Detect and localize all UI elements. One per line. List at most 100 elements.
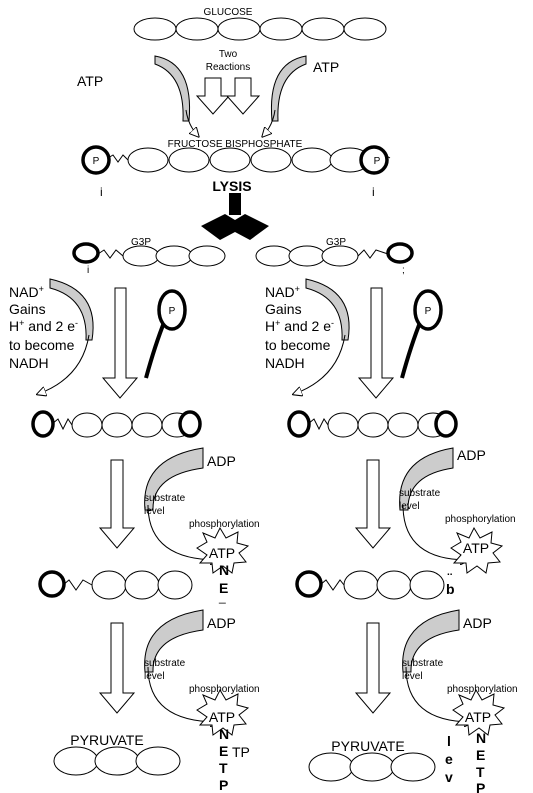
lysis-label: LYSIS — [212, 178, 251, 194]
phosphorylation-label-2: phosphorylation — [447, 684, 518, 695]
substrate-label-1: substrate — [399, 488, 441, 499]
pyruvate-label: PYRUVATE — [70, 732, 143, 748]
atp-input-right: ATP — [313, 59, 339, 75]
phosphate-incoming — [157, 289, 187, 331]
substrate-label-1: substrate — [144, 493, 186, 504]
pyruvate-molecule — [53, 746, 181, 776]
glitch-right-bottom-col2-4: P — [476, 780, 485, 793]
bisphospho-phosphate-left — [287, 410, 311, 438]
adp-label-1: ADP — [207, 453, 236, 469]
nad-curve-arrow — [49, 278, 94, 341]
adp-curve-arrow-1-tail — [402, 504, 468, 560]
atp-output-1: ATP — [463, 540, 489, 556]
atp-curve-arrow-left — [154, 55, 191, 122]
g3p-molecule — [122, 245, 226, 267]
down-arrow-2 — [98, 459, 136, 549]
glitch-right-bottom-col1-3: v — [445, 769, 453, 785]
h-plus-sup: + — [19, 318, 24, 328]
bisphospho-phosphate-right — [178, 410, 202, 438]
nad-text-line5: NADH — [9, 355, 49, 371]
phosphate-group-left — [81, 145, 111, 175]
i-label-left: i — [100, 185, 103, 199]
phosphorylation-label-1: phosphorylation — [189, 519, 260, 530]
pyruvate-molecule — [308, 752, 436, 782]
substrate-label-2: substrate — [144, 658, 186, 669]
glitch-right-bottom-col2-2: E — [476, 747, 485, 763]
down-arrow-1 — [101, 287, 139, 399]
glitch-left-bottom-4: P — [219, 777, 228, 793]
g3p-phosphate — [386, 242, 414, 264]
two-reactions-label-line1: Two — [219, 49, 238, 60]
adp-curve-arrow-1 — [144, 447, 204, 511]
reaction-arrow-left — [195, 77, 231, 115]
bisphospho-phosphate-left — [31, 410, 55, 438]
nad-curve-arrow-tail — [294, 334, 346, 394]
fructose-bisphosphate-label: FRUCTOSE BISPHOSPHATE — [168, 139, 303, 150]
glitch-left-mid-1: N — [219, 562, 229, 578]
adp-curve-arrow-2 — [144, 609, 204, 673]
glitch-left-mid-3: _ — [218, 590, 226, 604]
pep-phosphate — [38, 570, 66, 598]
atp-curve-arrow-left-tail — [185, 109, 198, 136]
atp-curve-arrow-right — [270, 55, 307, 122]
g3p-mark: i — [87, 265, 89, 276]
electron-sup: - — [75, 318, 78, 328]
down-arrow-3 — [354, 622, 392, 714]
glucose-label: GLUCOSE — [204, 7, 253, 18]
g3p-bond — [357, 249, 389, 259]
g3p-mark: ; — [402, 265, 405, 276]
bisphosphoglycerate-molecule — [327, 412, 449, 438]
level-label-1: level — [144, 506, 165, 517]
g3p-phosphate — [72, 242, 100, 264]
lysis-bar — [229, 193, 241, 215]
substrate-label-2: substrate — [402, 658, 444, 669]
g3p-molecule — [255, 245, 359, 267]
down-arrow-2 — [354, 459, 392, 549]
down-arrow-3 — [98, 622, 136, 714]
electron-sup: - — [331, 318, 334, 328]
overlay-glitch-text: N E _ .. b N E T P TP l e v N E T P — [218, 562, 486, 793]
nad-plus-sup: + — [39, 284, 44, 294]
pep-phosphate — [295, 570, 323, 598]
i-label-right: i — [372, 185, 375, 199]
nad-text-line3: H+ and 2 e- — [265, 318, 334, 334]
phosphorylation-label-1: phosphorylation — [445, 514, 516, 525]
lysis-split-arrow — [201, 214, 269, 240]
glitch-left-bottom-2: E — [219, 743, 228, 759]
reaction-arrow-right — [225, 77, 261, 115]
glitch-right-bottom-col2-1: N — [476, 730, 486, 746]
bisphospho-bond — [307, 418, 329, 431]
level-label-2: level — [402, 671, 423, 682]
adp-curve-arrow-2 — [402, 609, 460, 673]
pep-bond — [319, 579, 345, 591]
phosphate-incoming — [413, 289, 443, 331]
atp-output-1: ATP — [209, 545, 235, 561]
adp-label-1: ADP — [457, 447, 486, 463]
glitch-left-mid-2: E — [219, 580, 228, 596]
level-label-2: level — [144, 671, 165, 682]
phosphate-label-right: P — [374, 156, 381, 167]
atp-starburst-1 — [196, 526, 250, 574]
adp-label-2: ADP — [207, 615, 236, 631]
two-reactions-label-line2: Reactions — [206, 62, 250, 73]
phosphate-label-left: P — [93, 156, 100, 167]
pep-bond — [62, 579, 93, 591]
nad-curve-arrow — [305, 278, 350, 341]
atp-starburst-1 — [450, 526, 504, 574]
atp-output-2: ATP — [465, 709, 491, 725]
atp-starburst-2 — [196, 688, 250, 736]
nad-curve-arrow-tail — [38, 334, 90, 394]
adp-curve-arrow-1 — [399, 447, 454, 511]
glitch-left-bottom-3: T — [219, 760, 228, 776]
g3p-label: G3P — [131, 237, 151, 248]
nad-text-line5: NADH — [265, 355, 305, 371]
pep-molecule — [91, 570, 193, 600]
pyruvate-label: PYRUVATE — [331, 738, 404, 754]
glitch-right-mid-1: .. — [447, 567, 453, 578]
phosphorylation-label-2: phosphorylation — [189, 684, 260, 695]
glitch-right-mid-2: b — [446, 581, 455, 597]
glitch-right-bottom-col1-2: e — [445, 751, 453, 767]
glitch-left-bottom-1: N — [219, 726, 229, 742]
bisphospho-phosphate-right — [434, 410, 458, 438]
